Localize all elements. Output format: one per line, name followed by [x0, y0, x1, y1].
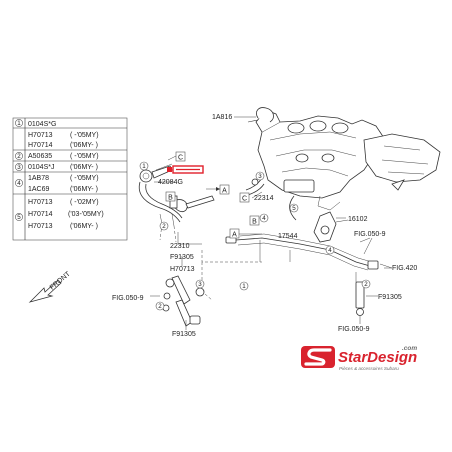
table-part: A50635 [28, 153, 52, 160]
callout-f91305-top: F91305 [170, 254, 194, 261]
pipe-lower-right [355, 281, 365, 316]
arrow-icon [28, 279, 62, 303]
logo-brand: StarDesign [338, 349, 417, 366]
table-part: H70714 [28, 142, 53, 149]
table-part: 0104S*J [28, 164, 54, 171]
table-part: 1AC69 [28, 186, 50, 193]
callout-f91305-bottom: F91305 [172, 331, 196, 338]
callout-fig-050-9-left: FIG.050-9 [112, 295, 144, 302]
callout-1a816: 1A816 [212, 114, 232, 121]
table-note: ('06MY- ) [70, 142, 98, 149]
stardesign-logo: StarDesign .com Pièces & accessoires Sub… [301, 345, 417, 371]
pipe-17544 [225, 233, 393, 271]
table-note: ( -'05MY) [70, 153, 99, 160]
lower-hoses [162, 250, 262, 327]
circle-number: 2 [364, 281, 368, 288]
callout-fig-420: FIG.420 [392, 265, 417, 272]
circle-number: 3 [198, 281, 202, 288]
table-note: ( -'05MY) [70, 175, 99, 182]
table-num-1: 1 [17, 120, 21, 127]
front-label: FRONT [49, 270, 73, 291]
logo-tld: .com [402, 345, 417, 352]
table-note: ('06MY- ) [70, 223, 98, 230]
hose-1a816 [247, 107, 274, 123]
front-arrow: FRONT [28, 270, 73, 303]
circle-number: 1 [142, 163, 146, 170]
callout-16102: 16102 [348, 216, 368, 223]
callout-fig-050-9-top: FIG.050-9 [354, 231, 386, 238]
callout-f91305-right: F91305 [378, 294, 402, 301]
table-num-5: 5 [17, 214, 21, 221]
table-note: ('06MY- ) [70, 164, 98, 171]
letter-a: A [222, 188, 227, 195]
table-num-2: 2 [17, 153, 21, 160]
boxed-letters: C A B C B A [165, 151, 260, 239]
part-16102 [313, 211, 349, 243]
circle-number: 2 [162, 223, 166, 230]
leader-lines [150, 116, 392, 330]
circle-number: 2 [158, 303, 162, 310]
table-num-4: 4 [17, 180, 21, 187]
callout-22310: 22310 [170, 243, 190, 250]
table-part: H70713 [28, 223, 53, 230]
circle-number: 4 [328, 247, 332, 254]
table-part: H70713 [28, 132, 53, 139]
highlighted-part-42084g [167, 165, 204, 174]
letter-c: C [178, 155, 183, 162]
table-note: ( -'05MY) [70, 132, 99, 139]
table-note: ('03-'05MY) [68, 211, 104, 218]
table-note: ( -'02MY) [70, 199, 99, 206]
logo-tagline: Pièces & accessoires Subaru [339, 366, 399, 371]
callout-22314: 22314 [254, 195, 274, 202]
intake-manifold [255, 109, 441, 211]
hose-assembly-left [138, 163, 215, 243]
circle-number: 3 [258, 173, 262, 180]
table-num-3: 3 [17, 164, 21, 171]
parts-table: 1 0104S*G H70713 ( -'05MY) H70714 ('06MY… [12, 117, 128, 241]
letter-b: B [252, 219, 257, 226]
letter-c: C [242, 196, 247, 203]
table-note: ('06MY- ) [70, 186, 98, 193]
table-part: H70714 [28, 211, 53, 218]
callout-17544: 17544 [278, 233, 298, 240]
hose-22314 [245, 177, 297, 221]
callout-h70713: H70713 [170, 266, 195, 273]
letter-b: B [168, 195, 173, 202]
table-part: 1AB78 [28, 175, 49, 182]
table-part: 0104S*G [28, 121, 56, 128]
circle-number: 4 [262, 215, 266, 222]
circle-number: 1 [242, 283, 246, 290]
callout-fig-050-9-bottom: FIG.050-9 [338, 326, 370, 333]
table-part: H70713 [28, 199, 53, 206]
letter-a: A [232, 232, 237, 239]
circle-number: 5 [292, 205, 296, 212]
callout-42084g: 42084G [158, 179, 183, 186]
circled-numbers: 1 2 3 4 5 1 4 3 2 2 [139, 161, 371, 311]
